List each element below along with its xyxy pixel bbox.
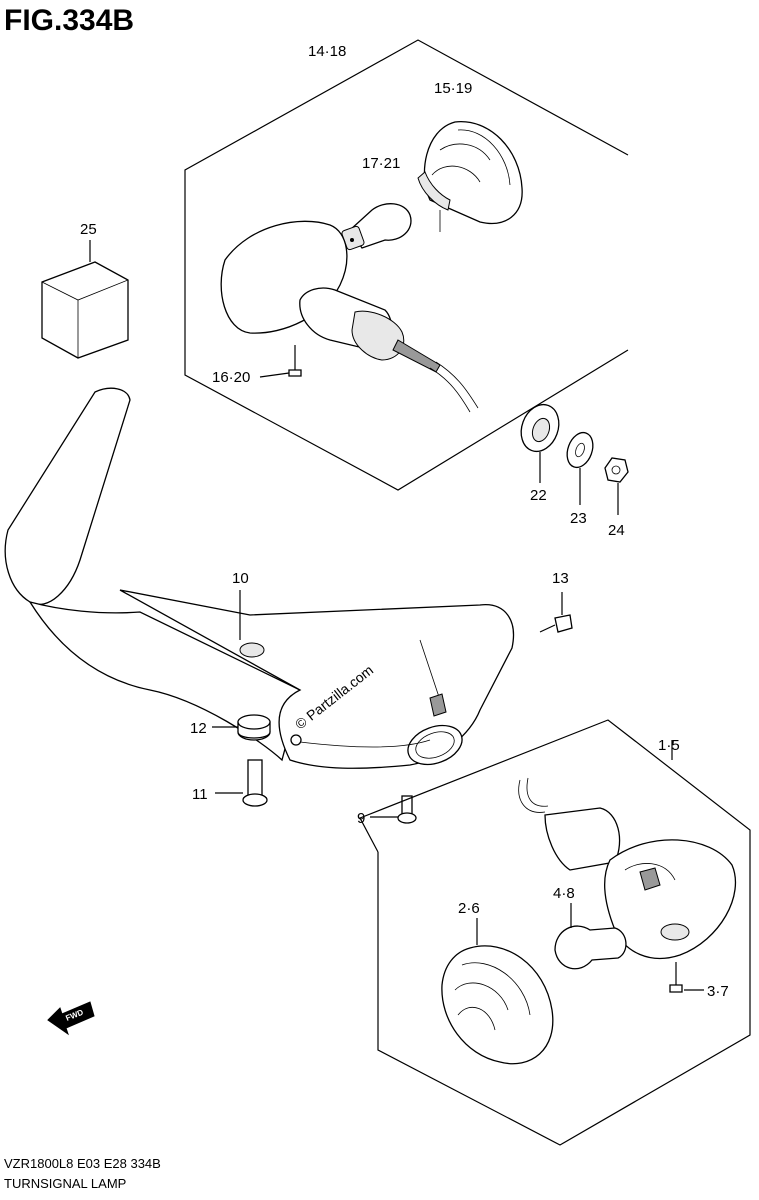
footer-figure-code: VZR1800L8 E03 E28 334B <box>4 1156 161 1171</box>
part-22-grommet[interactable] <box>515 399 565 483</box>
callout-4-8[interactable]: 4·8 <box>553 885 575 902</box>
part-17-21-bulb[interactable] <box>341 203 412 251</box>
footer-figure-name: TURNSIGNAL LAMP <box>4 1176 126 1191</box>
part-15-19-lens[interactable] <box>417 121 523 232</box>
part-13-screw[interactable] <box>539 592 573 633</box>
callout-12[interactable]: 12 <box>190 720 207 737</box>
part-14-18-housing[interactable] <box>220 220 479 413</box>
callout-2-6[interactable]: 2·6 <box>458 900 480 917</box>
callout-11[interactable]: 11 <box>192 786 208 803</box>
callout-25[interactable]: 25 <box>80 221 97 238</box>
callout-3-7[interactable]: 3·7 <box>707 983 729 1000</box>
part-24-nut[interactable] <box>604 457 629 515</box>
callout-15-19[interactable]: 15·19 <box>434 80 472 97</box>
front-lamp-assembly-box <box>359 719 751 1146</box>
part-1-5-housing[interactable] <box>518 777 737 960</box>
callout-24[interactable]: 24 <box>608 522 625 539</box>
part-12-damper[interactable] <box>212 714 271 741</box>
part-9-screw[interactable] <box>370 795 417 824</box>
callout-17-21[interactable]: 17·21 <box>362 155 400 172</box>
part-23-washer[interactable] <box>563 429 598 505</box>
callout-1-5[interactable]: 1·5 <box>658 737 680 754</box>
part-2-6-lens[interactable] <box>441 918 554 1065</box>
callout-22[interactable]: 22 <box>530 487 547 504</box>
callout-16-20[interactable]: 16·20 <box>212 369 250 386</box>
part-3-7-screw[interactable] <box>669 962 704 993</box>
figure-title: FIG.334B <box>4 4 134 37</box>
callout-13[interactable]: 13 <box>552 570 569 587</box>
callout-9[interactable]: 9 <box>357 810 365 827</box>
part-25-relay[interactable] <box>41 240 129 359</box>
callout-10[interactable]: 10 <box>232 570 249 587</box>
callout-14-18[interactable]: 14·18 <box>308 43 346 60</box>
part-4-8-bulb[interactable] <box>554 903 627 970</box>
rear-lamp-assembly-box <box>184 39 629 491</box>
fwd-arrow-icon: FWD <box>47 1001 95 1036</box>
part-11-bolt[interactable] <box>215 759 268 807</box>
callout-23[interactable]: 23 <box>570 510 587 527</box>
part-10-bracket[interactable] <box>4 387 514 771</box>
part-16-20-screw[interactable] <box>259 345 302 378</box>
